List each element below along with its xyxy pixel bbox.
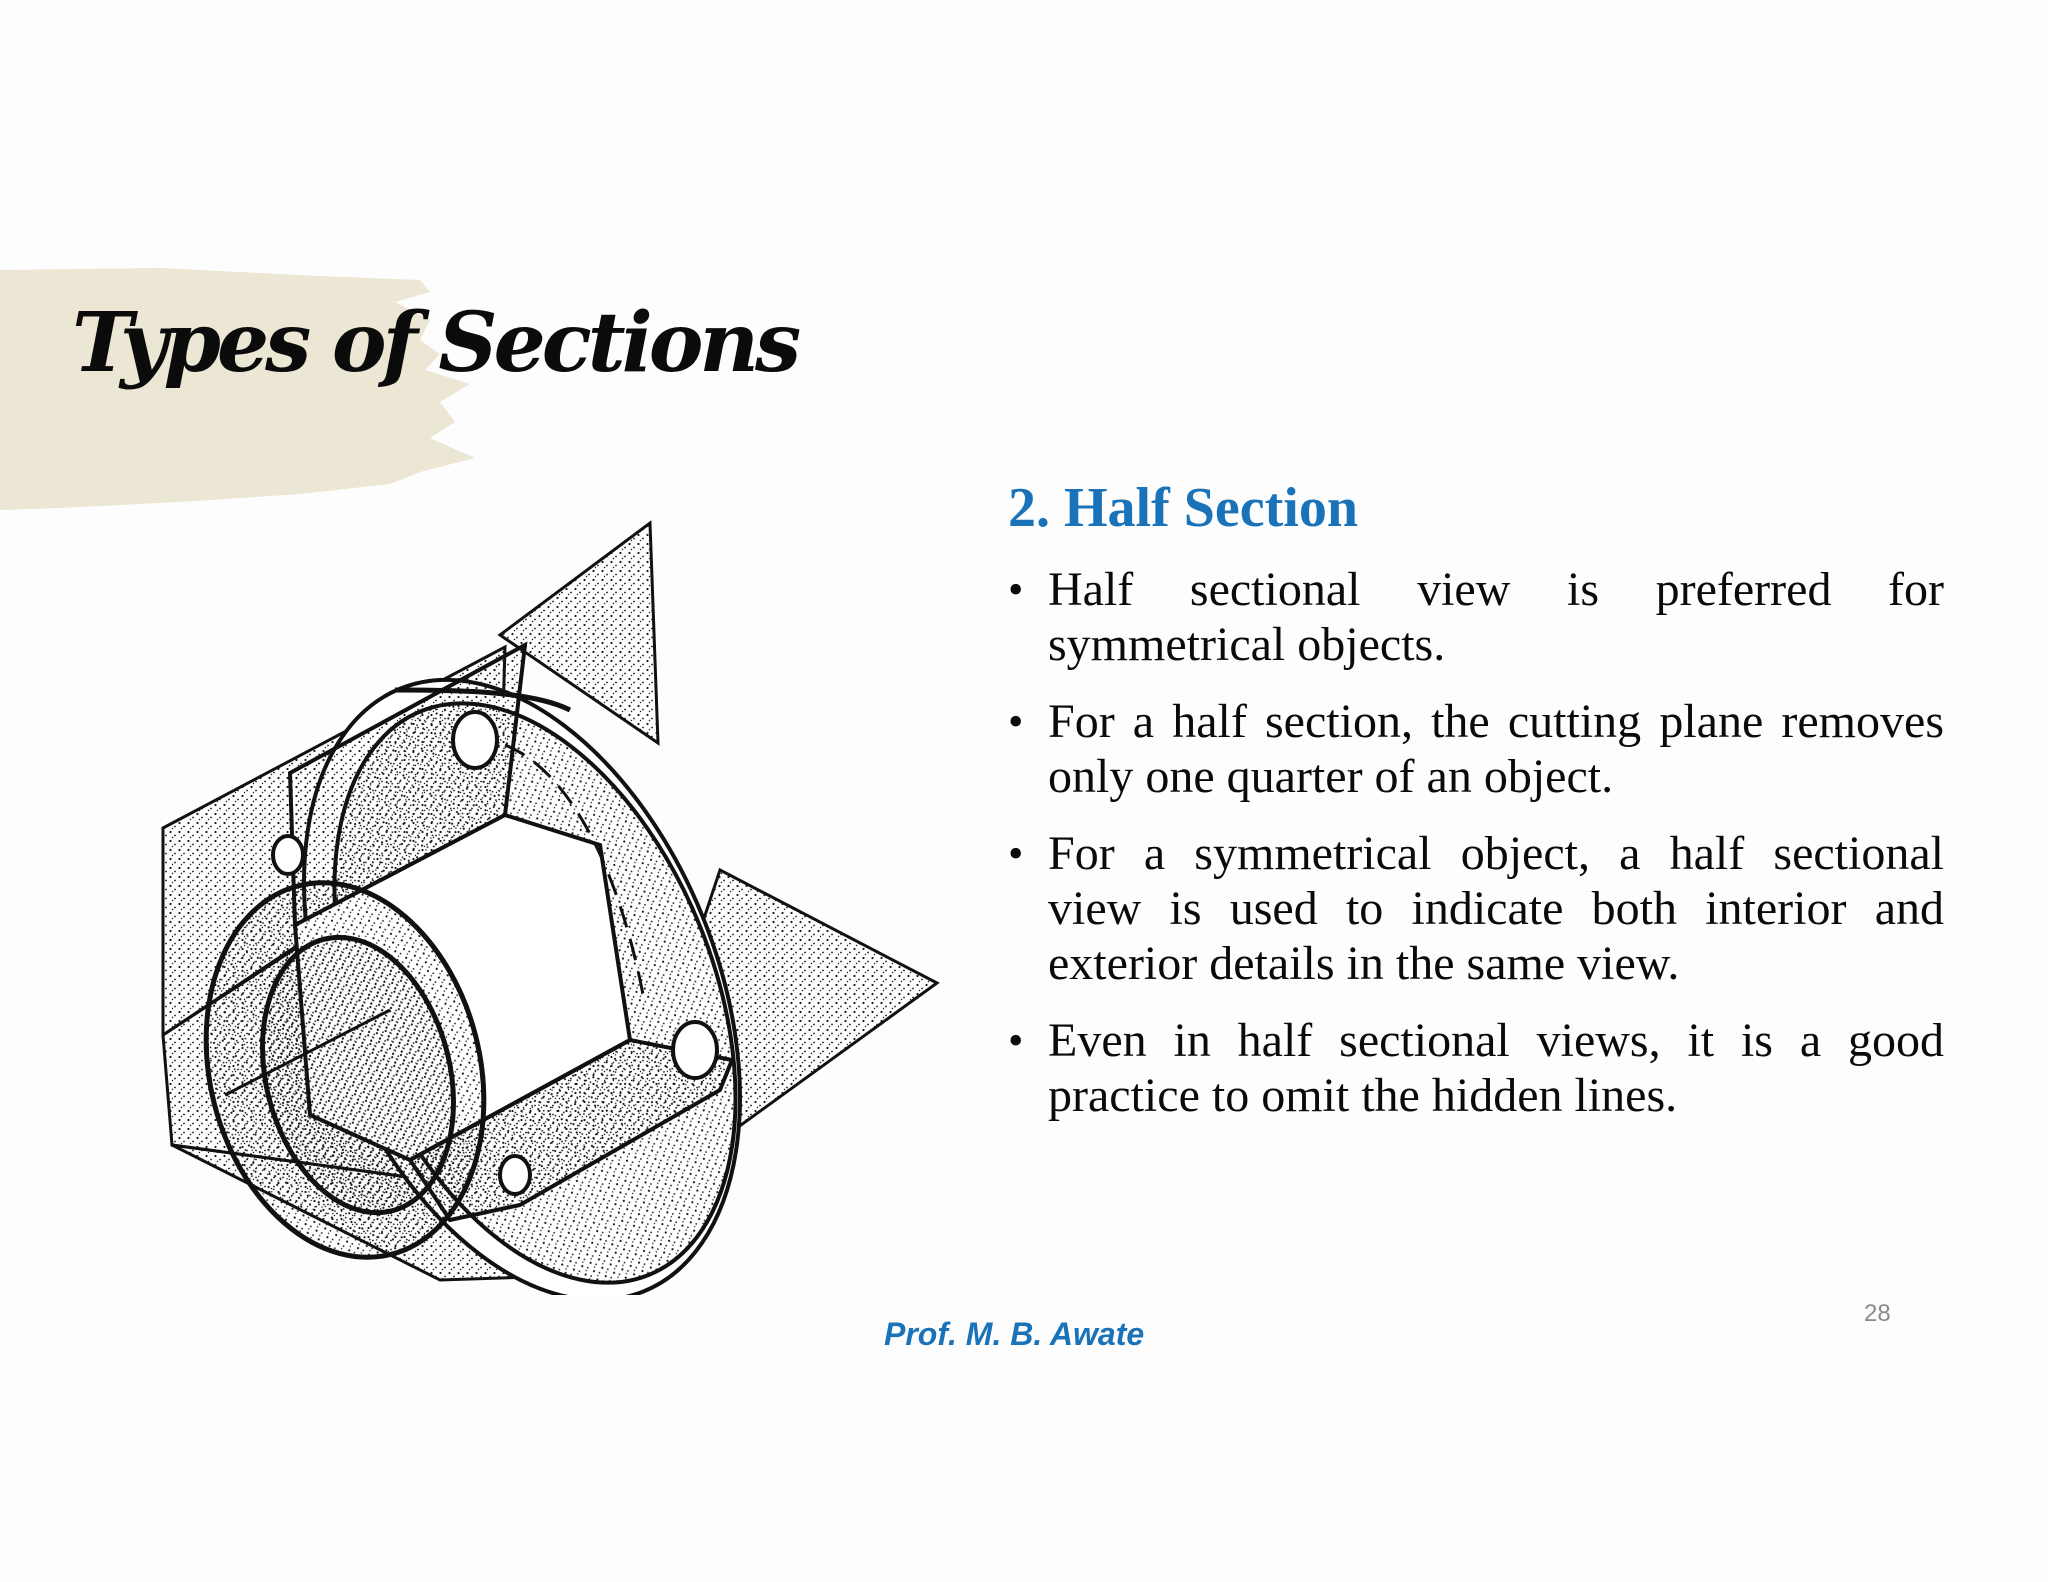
author-footer: Prof. M. B. Awate [884,1316,1145,1352]
section-heading: 2. Half Section [1008,477,1358,539]
bullet-text: For a symmetrical object, a half section… [1048,827,1944,990]
bullet-item: • Half sectional view is preferred for s… [1008,562,1944,672]
bullet-icon: • [1008,697,1024,746]
hub-front [203,880,487,1260]
hidden-line-arc [504,743,647,1006]
bullet-text: For a half section, the cutting plane re… [1048,695,1944,803]
bullet-item: • Even in half sectional views, it is a … [1008,1013,1944,1123]
page-number: 28 [1864,1300,1891,1327]
bullet-item: • For a half section, the cutting plane … [1008,694,1944,804]
slide-title: Types of Sections [72,295,801,391]
title-brush-stroke [0,268,475,510]
bullet-text: Even in half sectional views, it is a go… [1048,1014,1944,1122]
bullet-item: • For a symmetrical object, a half secti… [1008,826,1944,991]
bullet-icon: • [1008,1016,1024,1065]
bullet-text: Half sectional view is preferred for sym… [1048,563,1944,671]
bullet-icon: • [1008,829,1024,878]
bullet-list: • Half sectional view is preferred for s… [1008,562,1944,1145]
bullet-icon: • [1008,565,1024,614]
bolt-holes [271,710,719,1196]
half-section-illustration [161,520,940,1295]
